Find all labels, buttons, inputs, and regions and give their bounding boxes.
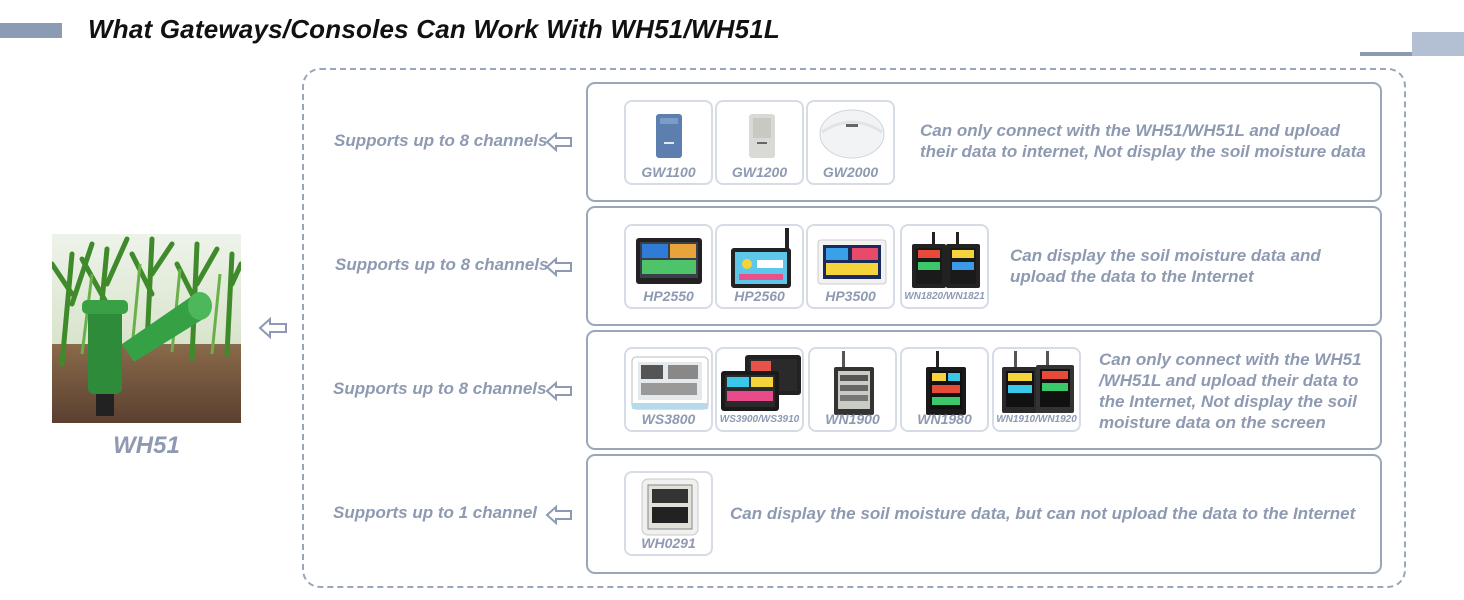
description-line: Can display the soil moisture data, but … (730, 504, 1356, 523)
left-arrow-icon (545, 131, 572, 153)
hp2550-device-icon (636, 238, 702, 284)
description-line: Can display the soil moisture data and (1010, 246, 1321, 265)
device-name: WS3900/WS3910 (719, 414, 800, 425)
device-name: WN1820/WN1821 (904, 291, 985, 302)
device-name: HP2560 (734, 288, 785, 304)
row-description: Can display the soil moisture data and u… (1010, 245, 1321, 287)
device-name: WN1980 (917, 411, 972, 427)
device-name: GW1200 (731, 164, 788, 180)
row-support-label: Supports up to 8 channels (335, 255, 549, 274)
row-box-gateways (586, 82, 1382, 202)
device-name: WS3800 (641, 411, 696, 427)
ws3800-device-icon (631, 356, 709, 410)
row-description: Can display the soil moisture data, but … (730, 503, 1355, 524)
header-accent-bar-left (0, 23, 62, 38)
left-arrow-icon (258, 316, 287, 340)
row-description: Can only connect with the WH51/WH51L and… (920, 120, 1366, 162)
gw1100-device-icon (656, 114, 682, 158)
device-card-wn1980: WN1980 (900, 347, 989, 432)
device-name: WN1910/WN1920 (996, 414, 1077, 425)
row-box-local-display (586, 454, 1382, 574)
device-card-gw1100: GW1100 (624, 100, 713, 185)
ws3900-device-icon (721, 355, 801, 411)
description-line: Can only connect with the WH51 (1099, 350, 1362, 369)
device-card-gw1200: GW1200 (715, 100, 804, 185)
device-name: HP3500 (825, 288, 876, 304)
row-support-label: Supports up to 8 channels (334, 131, 548, 150)
hp2560-device-icon (731, 228, 791, 288)
sensor-name: WH51 (113, 432, 180, 459)
row-support-label: Supports up to 1 channel (333, 503, 538, 522)
description-line: upload the data to the Internet (1010, 267, 1254, 286)
gw2000-device-icon (819, 109, 885, 159)
device-card-ws3800: WS3800 (624, 347, 713, 432)
description-line: their data to internet, Not display the … (920, 142, 1366, 161)
hp3500-device-icon (817, 239, 887, 285)
device-card-hp2550: HP2550 (624, 224, 713, 309)
wn1980-device-icon (926, 351, 966, 415)
device-card-hp2560: HP2560 (715, 224, 804, 309)
device-card-hp3500: HP3500 (806, 224, 895, 309)
row-description: Can only connect with the WH51 /WH51L an… (1099, 349, 1362, 433)
row-support-label: Supports up to 8 channels (333, 379, 547, 398)
wn1910-device-icon (1002, 351, 1074, 413)
device-name: GW1100 (641, 164, 696, 180)
device-card-ws3900: WS3900/WS3910 (715, 347, 804, 432)
row-box-connect-consoles (586, 330, 1382, 450)
description-line: moisture data on the screen (1099, 413, 1326, 432)
left-arrow-icon (545, 504, 572, 526)
description-line: the Internet, Not display the soil (1099, 392, 1357, 411)
device-name: WH0291 (641, 535, 696, 551)
device-card-wn1900: WN1900 (808, 347, 897, 432)
device-card-wh0291: WH0291 (624, 471, 713, 556)
device-name: WN1900 (825, 411, 880, 427)
header-accent-block-right (1412, 32, 1464, 56)
description-line: /WH51L and upload their data to (1099, 371, 1359, 390)
wh0291-device-icon (641, 478, 699, 536)
description-line: Can only connect with the WH51/WH51L and… (920, 121, 1340, 140)
device-name: GW2000 (822, 164, 879, 180)
sensor-photo (52, 234, 241, 423)
device-card-wn1820: WN1820/WN1821 (900, 224, 989, 309)
device-card-gw2000: GW2000 (806, 100, 895, 185)
device-name: HP2550 (643, 288, 694, 304)
page-title: What Gateways/Consoles Can Work With WH5… (88, 14, 781, 44)
gw1200-device-icon (749, 114, 775, 158)
device-card-wn1910: WN1910/WN1920 (992, 347, 1081, 432)
compatibility-frame (302, 68, 1406, 588)
left-arrow-icon (545, 380, 572, 402)
left-arrow-icon (545, 256, 572, 278)
wn1820-device-icon (912, 232, 980, 288)
wn1900-device-icon (834, 351, 874, 415)
row-box-display-consoles (586, 206, 1382, 326)
